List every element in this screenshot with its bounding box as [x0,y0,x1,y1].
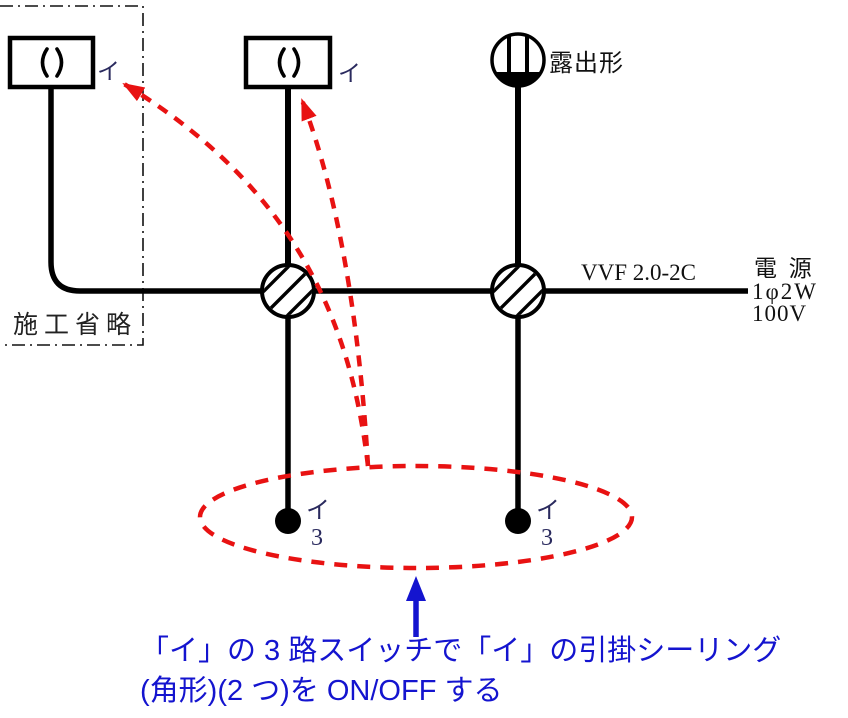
annotation-line-2: (角形)(2 つ)を ON/OFF する [140,674,502,707]
switch-left-ways-label: 3 [311,525,323,551]
omitted-region-border [0,5,144,346]
power-phase-label: 1φ2W [752,279,818,304]
ceiling-light-square-left-icon [7,35,96,90]
switch-right-circuit-label: イ [536,498,560,524]
switch-right-ways-label: 3 [541,525,553,551]
omitted-region-label: 施工省略 [13,311,137,339]
switch-left-circuit-label: イ [306,498,330,524]
three-way-switch-left-icon [275,508,301,534]
cable-spec-label: VVF 2.0-2C [581,260,696,285]
junction-box-left-icon [260,263,316,319]
switch-group-highlight-ellipse [197,463,635,571]
light-left-circuit-label: イ [97,59,120,84]
red-arrow-to-middle-light [299,98,371,467]
junction-box-right-icon [490,263,546,319]
power-title-label: 電 源 [754,256,815,281]
light-middle-circuit-label: イ [338,61,361,86]
power-voltage-label: 100V [752,301,807,326]
ceiling-light-square-middle-icon [243,35,333,90]
annotation-line-1: 「イ」の 3 路スイッチで「イ」の引掛シーリング [140,634,781,667]
ceiling-rosette-round-exposed-icon [490,32,546,88]
annotation-arrow-icon [406,576,426,637]
rosette-type-label: 露出形 [549,50,624,77]
wire-left-light-to-jb1 [48,87,262,294]
red-arrow-to-left-light [122,82,371,467]
three-way-switch-right-icon [505,508,531,534]
